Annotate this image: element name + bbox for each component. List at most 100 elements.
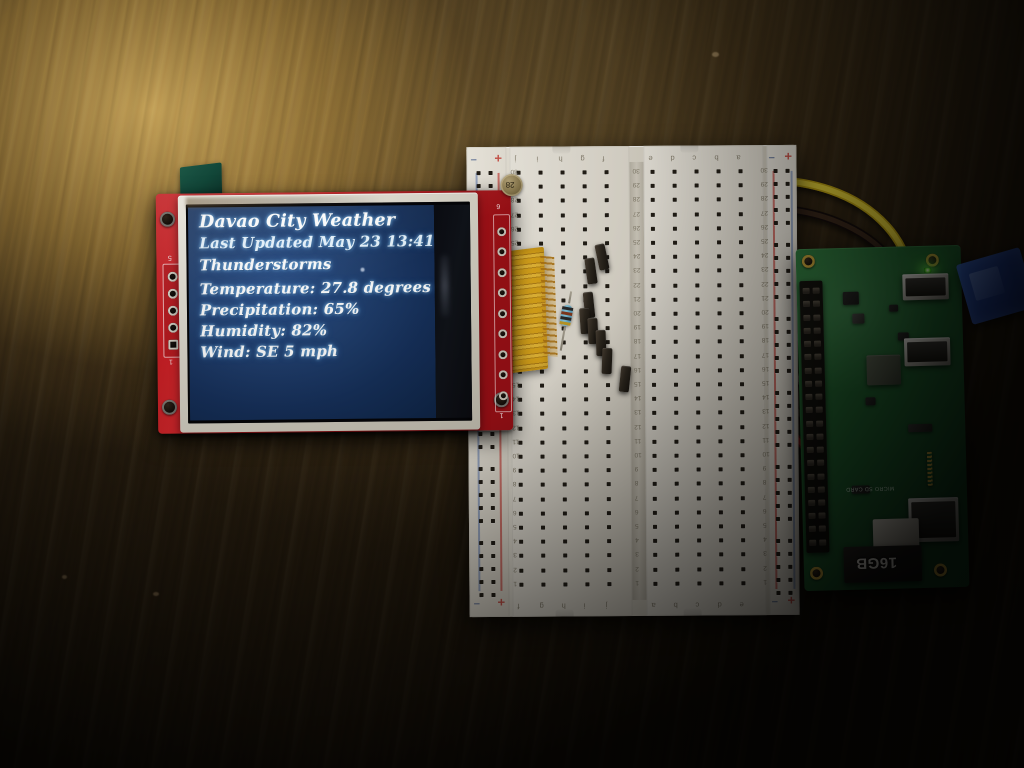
breadboard-hole[interactable] — [604, 212, 609, 217]
breadboard-hole[interactable] — [538, 170, 543, 175]
breadboard-rail-hole[interactable] — [476, 171, 481, 176]
breadboard-hole[interactable] — [584, 496, 589, 501]
breadboard-rail-hole[interactable] — [478, 445, 483, 450]
breadboard-hole[interactable] — [518, 468, 523, 473]
gpio-pin[interactable] — [809, 539, 817, 546]
breadboard-hole[interactable] — [695, 297, 700, 302]
breadboard-hole[interactable] — [606, 383, 611, 388]
breadboard-rail-hole[interactable] — [491, 540, 496, 545]
breadboard-rail-hole[interactable] — [787, 416, 792, 421]
breadboard-hole[interactable] — [740, 510, 745, 515]
breadboard-hole[interactable] — [653, 567, 658, 572]
breadboard-rail-hole[interactable] — [785, 220, 790, 225]
breadboard-hole[interactable] — [650, 184, 655, 189]
breadboard-hole[interactable] — [562, 511, 567, 516]
breadboard-rail-hole[interactable] — [773, 207, 778, 213]
breadboard-hole[interactable] — [695, 368, 700, 373]
breadboard-hole[interactable] — [653, 553, 658, 558]
gpio-pin-pair[interactable] — [802, 380, 825, 387]
lcd-active-area[interactable]: Davao City Weather Last Updated May 23 1… — [187, 204, 437, 421]
breadboard-rail-hole[interactable] — [490, 505, 495, 510]
breadboard-hole[interactable] — [652, 468, 657, 473]
gpio-pin[interactable] — [808, 499, 816, 506]
breadboard-hole[interactable] — [607, 553, 612, 558]
breadboard-rail-hole[interactable] — [491, 579, 496, 584]
breadboard-hole[interactable] — [672, 198, 677, 203]
gpio-pin[interactable] — [808, 526, 816, 533]
dupont-connector[interactable] — [601, 347, 613, 375]
breadboard-hole[interactable] — [672, 212, 677, 217]
breadboard-hole[interactable] — [562, 454, 567, 459]
breadboard-hole[interactable] — [540, 426, 545, 431]
breadboard-rail-hole[interactable] — [774, 242, 779, 248]
breadboard-hole[interactable] — [651, 283, 656, 288]
breadboard-hole[interactable] — [584, 383, 589, 388]
breadboard-hole[interactable] — [717, 368, 722, 373]
breadboard-hole[interactable] — [650, 198, 655, 203]
breadboard-hole[interactable] — [695, 311, 700, 316]
gpio-pin-pair[interactable] — [802, 367, 825, 374]
breadboard-rail-hole[interactable] — [491, 553, 496, 558]
gpio-pin[interactable] — [814, 380, 823, 387]
breadboard-hole[interactable] — [718, 424, 723, 429]
breadboard-hole[interactable] — [673, 269, 678, 274]
breadboard-rail-hole[interactable] — [773, 194, 778, 200]
tft-header-pad[interactable] — [167, 305, 178, 316]
breadboard-hole[interactable] — [740, 439, 745, 444]
breadboard-hole[interactable] — [673, 283, 678, 288]
breadboard-hole[interactable] — [738, 211, 743, 216]
breadboard-rail-hole[interactable] — [775, 477, 780, 483]
breadboard-hole[interactable] — [561, 269, 566, 274]
breadboard-hole[interactable] — [695, 254, 700, 259]
breadboard-hole[interactable] — [651, 255, 656, 260]
breadboard-hole[interactable] — [607, 525, 612, 530]
breadboard-hole[interactable] — [561, 255, 566, 260]
breadboard-hole[interactable] — [717, 268, 722, 273]
gpio-pin-pair[interactable] — [805, 512, 828, 520]
breadboard-hole[interactable] — [561, 284, 566, 289]
breadboard-hole[interactable] — [519, 568, 524, 573]
breadboard-hole[interactable] — [582, 198, 587, 203]
breadboard-hole[interactable] — [717, 353, 722, 359]
breadboard-hole[interactable] — [651, 269, 656, 274]
breadboard-hole[interactable] — [604, 226, 609, 231]
breadboard-hole[interactable] — [695, 283, 700, 288]
breadboard-rail-hole[interactable] — [490, 492, 495, 497]
breadboard-hole[interactable] — [716, 183, 721, 188]
breadboard-hole[interactable] — [561, 355, 566, 360]
breadboard-hole[interactable] — [696, 453, 701, 458]
breadboard-rail-hole[interactable] — [490, 518, 495, 523]
gpio-pin[interactable] — [814, 367, 822, 374]
breadboard-hole[interactable] — [719, 566, 724, 571]
breadboard-hole[interactable] — [605, 241, 610, 246]
breadboard-hole[interactable] — [604, 184, 609, 189]
breadboard-hole[interactable] — [696, 496, 701, 501]
breadboard-hole[interactable] — [718, 467, 723, 472]
breadboard-rail-hole[interactable] — [775, 442, 780, 448]
breadboard-rail-hole[interactable] — [478, 432, 483, 437]
tft-right-header[interactable] — [492, 214, 513, 413]
breadboard-hole[interactable] — [563, 539, 568, 544]
breadboard-rail-hole[interactable] — [786, 294, 791, 299]
breadboard-hole[interactable] — [562, 426, 567, 431]
breadboard-hole[interactable] — [674, 496, 679, 501]
breadboard-hole[interactable] — [541, 568, 546, 573]
breadboard-hole[interactable] — [541, 539, 546, 544]
breadboard-hole[interactable] — [675, 553, 680, 558]
breadboard-hole[interactable] — [696, 467, 701, 472]
breadboard-hole[interactable] — [716, 197, 721, 202]
breadboard-rail-hole[interactable] — [774, 255, 779, 261]
breadboard-rail-hole[interactable] — [786, 255, 791, 260]
breadboard-hole[interactable] — [585, 567, 590, 572]
breadboard-rail-hole[interactable] — [776, 564, 781, 570]
breadboard-hole[interactable] — [739, 254, 744, 259]
breadboard-hole[interactable] — [582, 227, 587, 232]
breadboard-rail-hole[interactable] — [786, 268, 791, 273]
breadboard-hole[interactable] — [541, 582, 546, 587]
breadboard-rail-hole[interactable] — [788, 577, 793, 582]
gpio-pin[interactable] — [805, 380, 813, 387]
gpio-pin[interactable] — [813, 327, 821, 334]
breadboard[interactable]: 3030302929292828282727272626262525252424… — [466, 144, 800, 618]
breadboard-hole[interactable] — [739, 325, 744, 330]
breadboard-hole[interactable] — [652, 382, 657, 387]
